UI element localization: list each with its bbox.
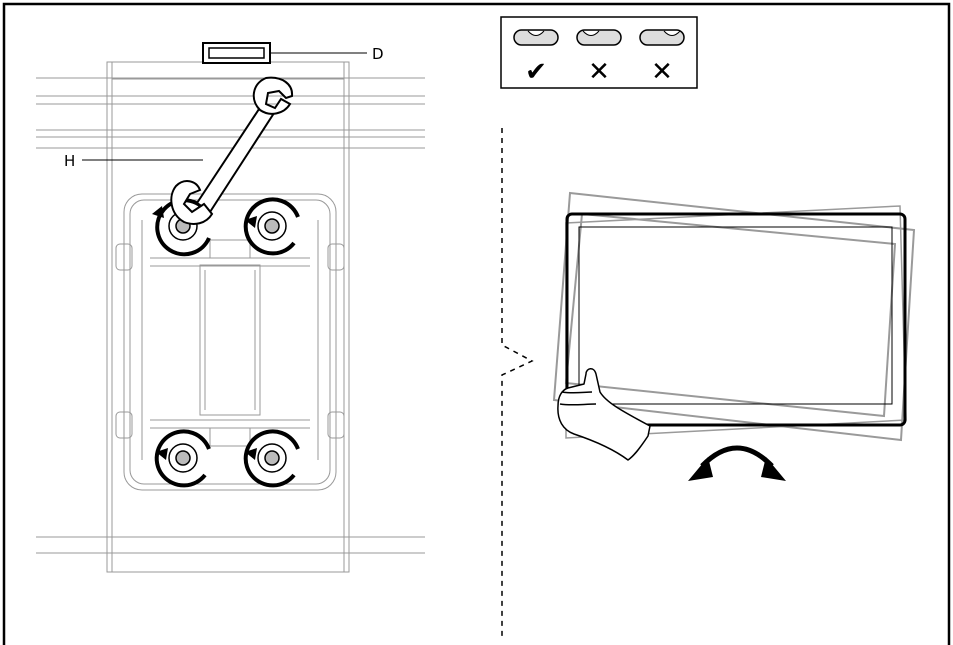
- bubble-level: [202, 42, 271, 64]
- vial-level: [513, 29, 559, 46]
- wall-edge: [501, 128, 534, 640]
- tilt-bracket: [115, 193, 345, 491]
- tv-tilted-ghost: [552, 191, 916, 442]
- tv-screen: [565, 212, 907, 427]
- mounting-plate: [106, 61, 350, 573]
- hand: [557, 368, 651, 461]
- wall-rails: [36, 77, 425, 554]
- label-wrench: H: [64, 152, 75, 170]
- label-level: D: [372, 45, 384, 63]
- wrench: [170, 76, 294, 225]
- bolt-top-right: [243, 197, 300, 256]
- bolt-bottom-right: [243, 429, 300, 488]
- level-check-box: ✔ ✕ ✕: [500, 16, 698, 89]
- cross-icon: ✕: [651, 57, 673, 87]
- cross-icon: ✕: [588, 57, 610, 87]
- vial-tilted-left: [576, 29, 622, 46]
- check-icon: ✔: [525, 57, 547, 87]
- vial-tilted-right: [639, 29, 685, 46]
- rotate-arrow-icon: [688, 445, 786, 481]
- bolt-bottom-left: [154, 429, 211, 488]
